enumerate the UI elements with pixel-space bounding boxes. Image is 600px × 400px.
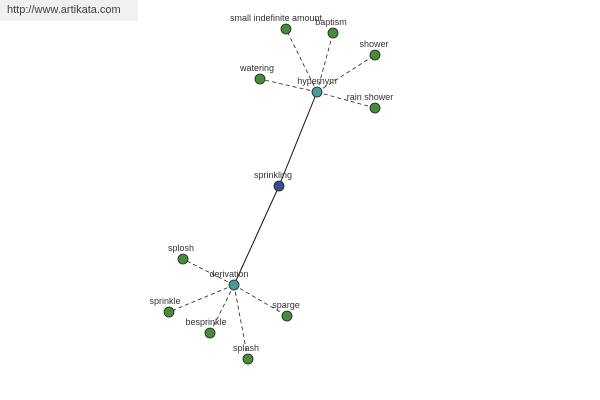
- node-circle-splash[interactable]: [242, 353, 254, 365]
- node-hypernym[interactable]: hypernym: [297, 76, 337, 98]
- node-besprinkle[interactable]: besprinkle: [185, 317, 227, 339]
- node-label-derivation[interactable]: derivation: [209, 269, 248, 279]
- edge-derivation-besprinkle: [209, 284, 235, 334]
- graph-edges: [168, 28, 376, 360]
- node-label-hypernym[interactable]: hypernym: [297, 76, 337, 86]
- node-label-sprinkle[interactable]: sprinkle: [149, 296, 180, 306]
- node-sparge[interactable]: sparge: [272, 300, 300, 322]
- node-circle-rain-shower[interactable]: [369, 102, 381, 114]
- node-label-sprinkling[interactable]: sprinkling: [254, 170, 292, 180]
- node-label-splash[interactable]: splash: [233, 343, 259, 353]
- node-circle-besprinkle[interactable]: [204, 327, 216, 339]
- edge-hypernym-rain-shower: [316, 91, 376, 109]
- node-rain-shower[interactable]: rain shower: [347, 92, 394, 114]
- node-circle-sprinkle[interactable]: [163, 306, 175, 318]
- edge-hypernym-small-indefinite-amount: [285, 28, 318, 93]
- edge-sprinkling-hypernym: [278, 91, 318, 187]
- node-circle-hypernym[interactable]: [311, 86, 323, 98]
- node-watering[interactable]: watering: [239, 63, 274, 85]
- node-label-small-indefinite-amount[interactable]: small indefinite amount: [230, 13, 323, 23]
- node-label-sparge[interactable]: sparge: [272, 300, 300, 310]
- node-shower[interactable]: shower: [359, 39, 389, 61]
- node-circle-shower[interactable]: [369, 49, 381, 61]
- node-label-splosh[interactable]: splosh: [168, 243, 194, 253]
- edge-derivation-sprinkle: [168, 284, 235, 313]
- node-label-watering[interactable]: watering: [239, 63, 274, 73]
- node-circle-splosh[interactable]: [177, 253, 189, 265]
- node-label-rain-shower[interactable]: rain shower: [347, 92, 394, 102]
- node-derivation[interactable]: derivation: [209, 269, 249, 291]
- edge-hypernym-shower: [316, 54, 376, 93]
- node-circle-derivation[interactable]: [228, 279, 240, 291]
- node-sprinkling[interactable]: sprinkling: [254, 170, 292, 192]
- node-splash[interactable]: splash: [233, 343, 259, 365]
- node-circle-small-indefinite-amount[interactable]: [280, 23, 292, 35]
- node-circle-sparge[interactable]: [281, 310, 293, 322]
- site-url[interactable]: http://www.artikata.com: [0, 0, 138, 21]
- edge-derivation-splash: [233, 284, 249, 360]
- node-circle-watering[interactable]: [254, 73, 266, 85]
- node-circle-baptism[interactable]: [327, 27, 339, 39]
- edge-derivation-splosh: [182, 258, 235, 286]
- node-baptism[interactable]: baptism: [315, 17, 347, 39]
- edge-hypernym-baptism: [316, 32, 334, 93]
- node-splosh[interactable]: splosh: [168, 243, 194, 265]
- node-circle-sprinkling[interactable]: [273, 180, 285, 192]
- node-label-shower[interactable]: shower: [359, 39, 388, 49]
- edge-sprinkling-derivation: [233, 185, 280, 286]
- node-label-besprinkle[interactable]: besprinkle: [185, 317, 226, 327]
- node-small-indefinite-amount[interactable]: small indefinite amount: [230, 13, 323, 35]
- graph-nodes: sprinkling hypernym derivation small indefi…: [149, 13, 394, 365]
- edge-derivation-sparge: [233, 284, 288, 317]
- node-sprinkle[interactable]: sprinkle: [149, 296, 181, 318]
- edge-hypernym-watering: [259, 78, 318, 93]
- node-label-baptism[interactable]: baptism: [315, 17, 347, 27]
